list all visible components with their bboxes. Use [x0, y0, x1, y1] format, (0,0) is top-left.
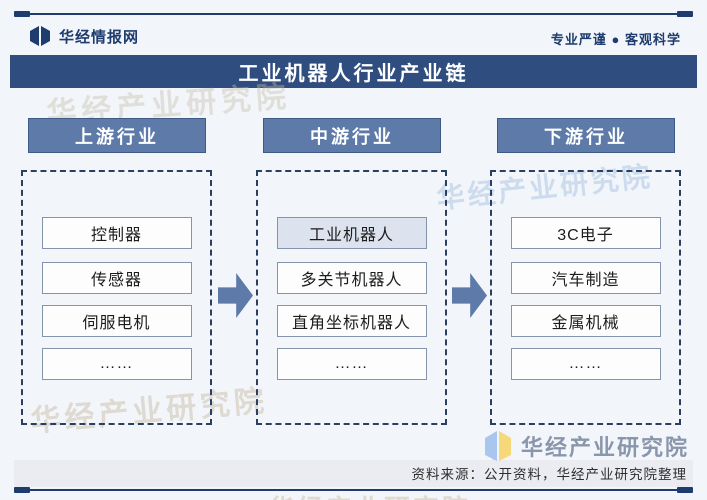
brand-block: 华经情报网	[28, 25, 139, 47]
upstream-item: 传感器	[41, 262, 192, 294]
top-rule-right-cap	[677, 11, 693, 17]
column-header-upstream: 上游行业	[28, 118, 206, 153]
downstream-item: 3C电子	[510, 217, 661, 249]
downstream-group-box: 3C电子 汽车制造 金属机械 ……	[490, 170, 681, 425]
midstream-item: 多关节机器人	[276, 262, 427, 294]
midstream-group-box: 工业机器人 多关节机器人 直角坐标机器人 ……	[256, 170, 447, 425]
arrow-right-icon	[452, 273, 487, 318]
midstream-item-ellipsis: ……	[276, 348, 427, 380]
brand-name: 华经情报网	[59, 28, 140, 46]
top-rule	[16, 13, 691, 15]
brand-tagline: 专业严谨 ● 客观科学	[550, 32, 681, 47]
upstream-group-box: 控制器 传感器 伺服电机 ……	[21, 170, 212, 425]
downstream-item: 汽车制造	[510, 262, 661, 294]
top-rule-left-cap	[14, 11, 30, 17]
bottom-rule-right-cap	[677, 487, 693, 493]
midstream-item: 直角坐标机器人	[276, 305, 427, 337]
upstream-item: 伺服电机	[41, 305, 192, 337]
source-band	[14, 460, 693, 487]
upstream-item: 控制器	[41, 217, 192, 249]
column-header-downstream: 下游行业	[497, 118, 675, 153]
page-title: 工业机器人行业产业链	[10, 55, 697, 88]
footer-logo-block: 华经产业研究院	[483, 430, 689, 462]
upstream-item-ellipsis: ……	[41, 348, 192, 380]
bottom-rule	[16, 489, 691, 491]
book-logo-color-icon	[483, 430, 513, 462]
column-header-midstream: 中游行业	[263, 118, 441, 153]
arrow-right-icon	[218, 273, 253, 318]
downstream-item: 金属机械	[510, 305, 661, 337]
bottom-rule-left-cap	[14, 487, 30, 493]
footer-logo-text: 华经产业研究院	[521, 435, 690, 460]
midstream-item-highlighted: 工业机器人	[276, 217, 427, 249]
source-note: 资料来源：公开资料，华经产业研究院整理	[411, 467, 687, 482]
book-logo-icon	[28, 25, 52, 47]
downstream-item-ellipsis: ……	[510, 348, 661, 380]
